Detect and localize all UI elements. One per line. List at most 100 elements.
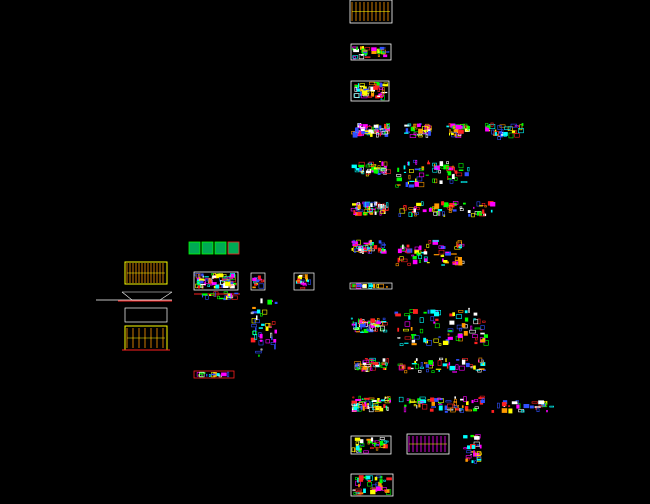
cad-entity xyxy=(373,169,377,173)
cad-entity xyxy=(201,293,208,296)
row04-c xyxy=(446,123,470,139)
cad-entity xyxy=(465,455,472,459)
cad-entity xyxy=(435,318,439,321)
cad-entity xyxy=(356,408,360,412)
cad-entity xyxy=(353,56,356,60)
cad-entity xyxy=(218,273,223,278)
cad-entity xyxy=(428,207,432,212)
abutment-detail-2 xyxy=(295,274,311,290)
cad-entity xyxy=(438,245,444,249)
cad-entity xyxy=(416,176,423,182)
section-sheet-cluster[interactable] xyxy=(188,241,315,379)
cad-entity xyxy=(508,405,511,408)
cad-entity xyxy=(368,320,373,324)
sheet-row-08[interactable] xyxy=(349,282,393,290)
bridge-elevation-sheet[interactable] xyxy=(96,261,173,351)
cad-entity xyxy=(398,396,404,403)
long-section-detail xyxy=(350,283,388,289)
cad-entity xyxy=(406,244,410,248)
sheet-row-11[interactable] xyxy=(351,395,555,414)
sheet-row-05[interactable] xyxy=(351,159,470,188)
sheet-row-04[interactable] xyxy=(351,122,524,140)
cad-entity xyxy=(265,326,269,331)
cad-entity xyxy=(470,325,473,331)
cad-entity xyxy=(377,398,380,403)
cad-entity xyxy=(413,208,416,213)
cad-entity xyxy=(456,172,463,177)
cad-entity xyxy=(424,124,431,130)
cad-entity xyxy=(416,405,418,409)
cad-entity xyxy=(381,250,387,254)
cad-entity xyxy=(417,133,423,136)
cad-entity xyxy=(479,444,482,449)
cad-entity xyxy=(380,168,387,172)
cad-entity xyxy=(502,132,508,136)
cad-entity xyxy=(416,202,422,207)
sheet-row-13[interactable] xyxy=(350,473,394,497)
cad-entity xyxy=(497,136,502,140)
sheet-row-03[interactable] xyxy=(350,80,390,102)
cad-entity xyxy=(464,310,468,314)
detail-notes-block xyxy=(250,298,278,357)
cad-entity xyxy=(438,403,443,405)
cad-entity xyxy=(364,405,368,410)
cad-entity xyxy=(381,131,388,135)
cad-entity xyxy=(429,408,434,412)
cad-entity xyxy=(381,244,386,246)
cad-entity xyxy=(538,400,544,405)
cad-entity xyxy=(368,129,372,133)
cad-entity xyxy=(480,399,485,403)
cad-entity xyxy=(523,404,530,409)
sheet-row-01[interactable] xyxy=(349,0,393,24)
cad-entity xyxy=(415,358,418,362)
cad-entity xyxy=(384,133,389,137)
bearing-detail-hatch xyxy=(408,436,447,452)
cad-entity xyxy=(377,283,384,289)
cad-entity xyxy=(397,257,400,263)
cad-entity xyxy=(395,313,401,317)
cad-entity xyxy=(382,50,390,53)
cad-entity xyxy=(497,125,502,130)
cad-entity xyxy=(459,327,462,332)
cad-entity xyxy=(468,307,470,313)
cad-entity xyxy=(375,83,380,88)
cad-entity xyxy=(418,254,423,259)
cad-entity xyxy=(420,361,423,367)
sheet-row-10[interactable] xyxy=(354,357,486,374)
cad-entity xyxy=(385,405,388,411)
sheet-row-12[interactable] xyxy=(350,433,482,464)
cad-entity xyxy=(501,408,508,413)
cad-entity xyxy=(467,125,469,130)
cad-entity xyxy=(359,83,365,87)
cad-entity xyxy=(473,318,476,321)
cad-entity xyxy=(354,448,356,453)
cad-entity xyxy=(483,334,488,338)
cad-entity xyxy=(356,368,359,371)
sheet-row-07[interactable] xyxy=(351,239,465,267)
cad-entity xyxy=(469,329,476,334)
cad-entity xyxy=(477,318,481,325)
sheet-row-09[interactable] xyxy=(350,307,489,347)
cad-entity xyxy=(355,207,359,210)
cad-entity xyxy=(221,278,227,281)
cad-entity xyxy=(516,404,520,409)
cad-entity xyxy=(256,315,258,321)
cad-entity xyxy=(409,180,415,182)
cad-entity xyxy=(366,359,373,365)
cad-entity xyxy=(351,447,356,452)
general-plan-detail xyxy=(353,81,389,101)
cad-entity xyxy=(445,251,450,253)
cad-entity xyxy=(425,174,429,176)
cad-entity xyxy=(373,124,378,128)
cad-entity xyxy=(474,399,479,402)
cad-entity xyxy=(205,295,209,300)
detail-sheet-column[interactable] xyxy=(349,0,555,497)
cad-entity xyxy=(386,406,389,412)
sheet-row-06[interactable] xyxy=(350,201,496,218)
cad-entity xyxy=(378,204,385,209)
cad-entity xyxy=(352,396,355,399)
cad-entity xyxy=(422,126,429,131)
sheet-row-02[interactable] xyxy=(350,43,392,61)
